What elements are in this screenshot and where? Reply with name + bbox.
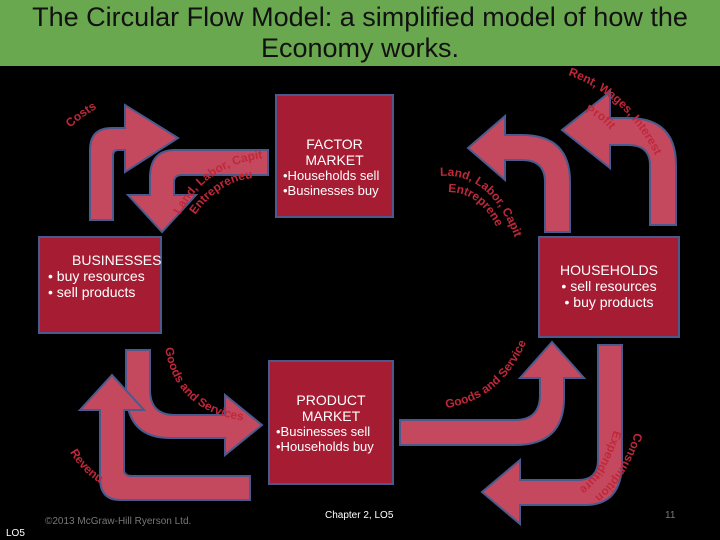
income-arrow: [560, 89, 677, 226]
businesses-bullet: • buy resources: [48, 268, 145, 284]
households-bullet: • buy products: [564, 294, 654, 310]
households-title: HOUSEHOLDS: [559, 262, 659, 278]
factor-market-title-2: MARKET: [305, 152, 364, 168]
lo-label: LO5: [6, 528, 25, 539]
resources-arrow-left: [125, 149, 269, 234]
costs-label: Costs: [63, 99, 99, 130]
product-market-box: PRODUCT MARKET •Businesses sell •Househo…: [268, 360, 394, 485]
title-bar: [0, 0, 720, 66]
product-market-title: PRODUCT: [296, 392, 366, 408]
goods-arrow-right: [399, 340, 587, 446]
households-bullet: • sell resources: [561, 278, 657, 294]
chapter-footer: Chapter 2, LO5: [325, 510, 394, 521]
businesses-title: BUSINESSES: [72, 252, 162, 268]
costs-arrow: [89, 103, 180, 221]
factor-market-title: FACTOR: [306, 136, 363, 152]
factor-market-bullet: •Businesses buy: [283, 183, 379, 198]
slide-title: The Circular Flow Model: a simplified mo…: [32, 2, 688, 63]
resources-arrow-right: [466, 113, 571, 233]
businesses-bullet: • sell products: [48, 284, 136, 300]
consumption-arrow: [480, 344, 623, 527]
page-number: 11: [665, 510, 676, 521]
product-market-title-2: MARKET: [301, 408, 361, 424]
factor-market-bullet: •Households sell: [283, 168, 380, 183]
households-box: HOUSEHOLDS • sell resources • buy produc…: [538, 236, 680, 338]
businesses-box: BUSINESSES • buy resources • sell produc…: [38, 236, 162, 334]
goods-label-left: Goods and Services: [162, 346, 245, 424]
product-market-bullet: •Businesses sell: [276, 424, 371, 439]
goods-label-right: Goods and Services: [0, 0, 529, 411]
product-market-bullet: •Households buy: [276, 439, 374, 454]
copyright-footer: ©2013 McGraw-Hill Ryerson Ltd.: [45, 516, 192, 527]
factor-market-box: FACTOR MARKET •Households sell •Business…: [275, 94, 394, 218]
revenue-arrow: [77, 373, 251, 501]
